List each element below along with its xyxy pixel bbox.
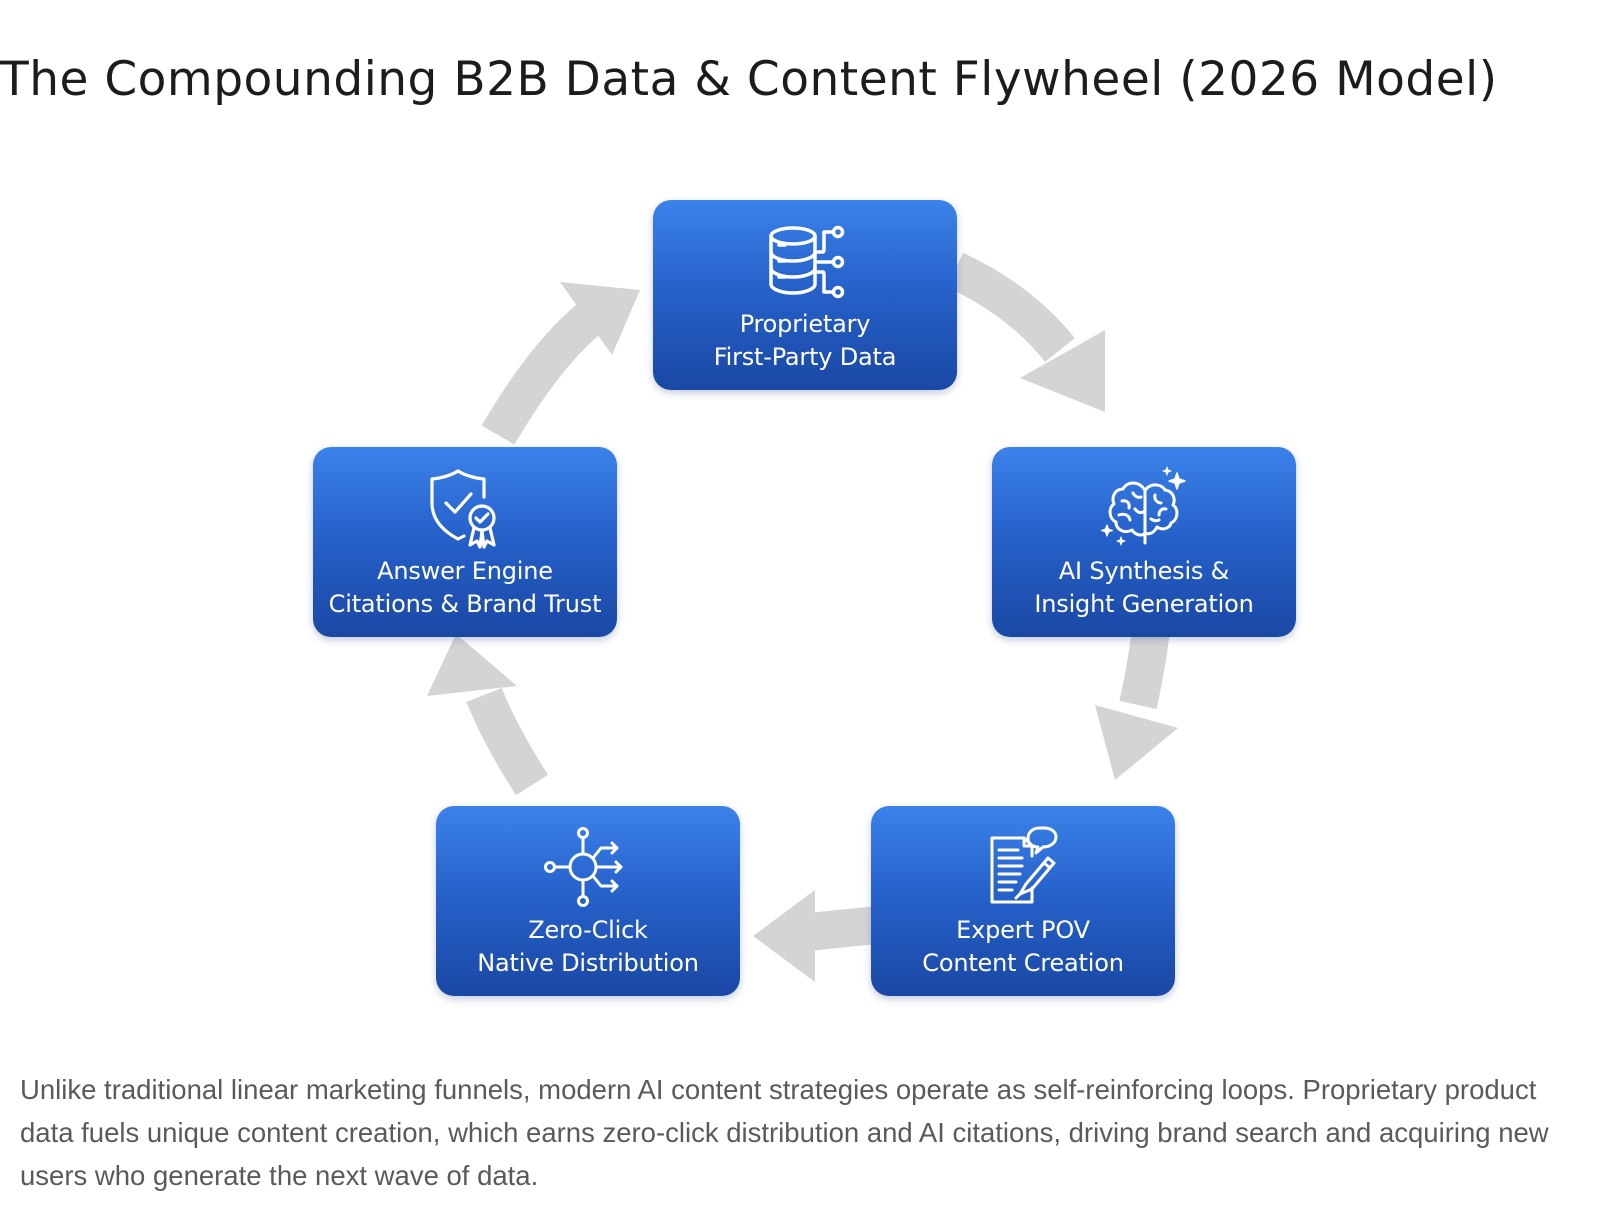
node-label: Expert POV Content Creation bbox=[922, 916, 1124, 977]
arrow-ai-to-expert bbox=[1095, 618, 1178, 780]
node-answer-engine: Answer Engine Citations & Brand Trust bbox=[313, 447, 617, 637]
arrow-data-to-ai bbox=[946, 252, 1105, 412]
node-label: Answer Engine Citations & Brand Trust bbox=[328, 557, 602, 618]
node-label: AI Synthesis & Insight Generation bbox=[1034, 557, 1254, 618]
arrow-citations-to-data bbox=[481, 282, 640, 445]
document-pen-icon bbox=[978, 822, 1068, 912]
arrow-expert-to-distribution bbox=[753, 890, 880, 982]
description-caption: Unlike traditional linear marketing funn… bbox=[20, 1074, 1549, 1191]
node-label: Zero-Click Native Distribution bbox=[477, 916, 699, 977]
flywheel-diagram: Proprietary First-Party Data bbox=[0, 150, 1600, 1030]
brain-sparkle-icon bbox=[1099, 463, 1189, 553]
node-proprietary-data: Proprietary First-Party Data bbox=[653, 200, 957, 390]
arrow-distribution-to-citations bbox=[427, 634, 549, 796]
shield-badge-icon bbox=[420, 463, 510, 553]
node-expert-pov: Expert POV Content Creation bbox=[871, 806, 1175, 996]
node-zero-click: Zero-Click Native Distribution bbox=[436, 806, 740, 996]
database-icon bbox=[760, 216, 850, 306]
network-hub-icon bbox=[543, 822, 633, 912]
node-ai-synthesis: AI Synthesis & Insight Generation bbox=[992, 447, 1296, 637]
node-label: Proprietary First-Party Data bbox=[713, 310, 897, 371]
page-title: The Compounding B2B Data & Content Flywh… bbox=[0, 52, 1498, 107]
